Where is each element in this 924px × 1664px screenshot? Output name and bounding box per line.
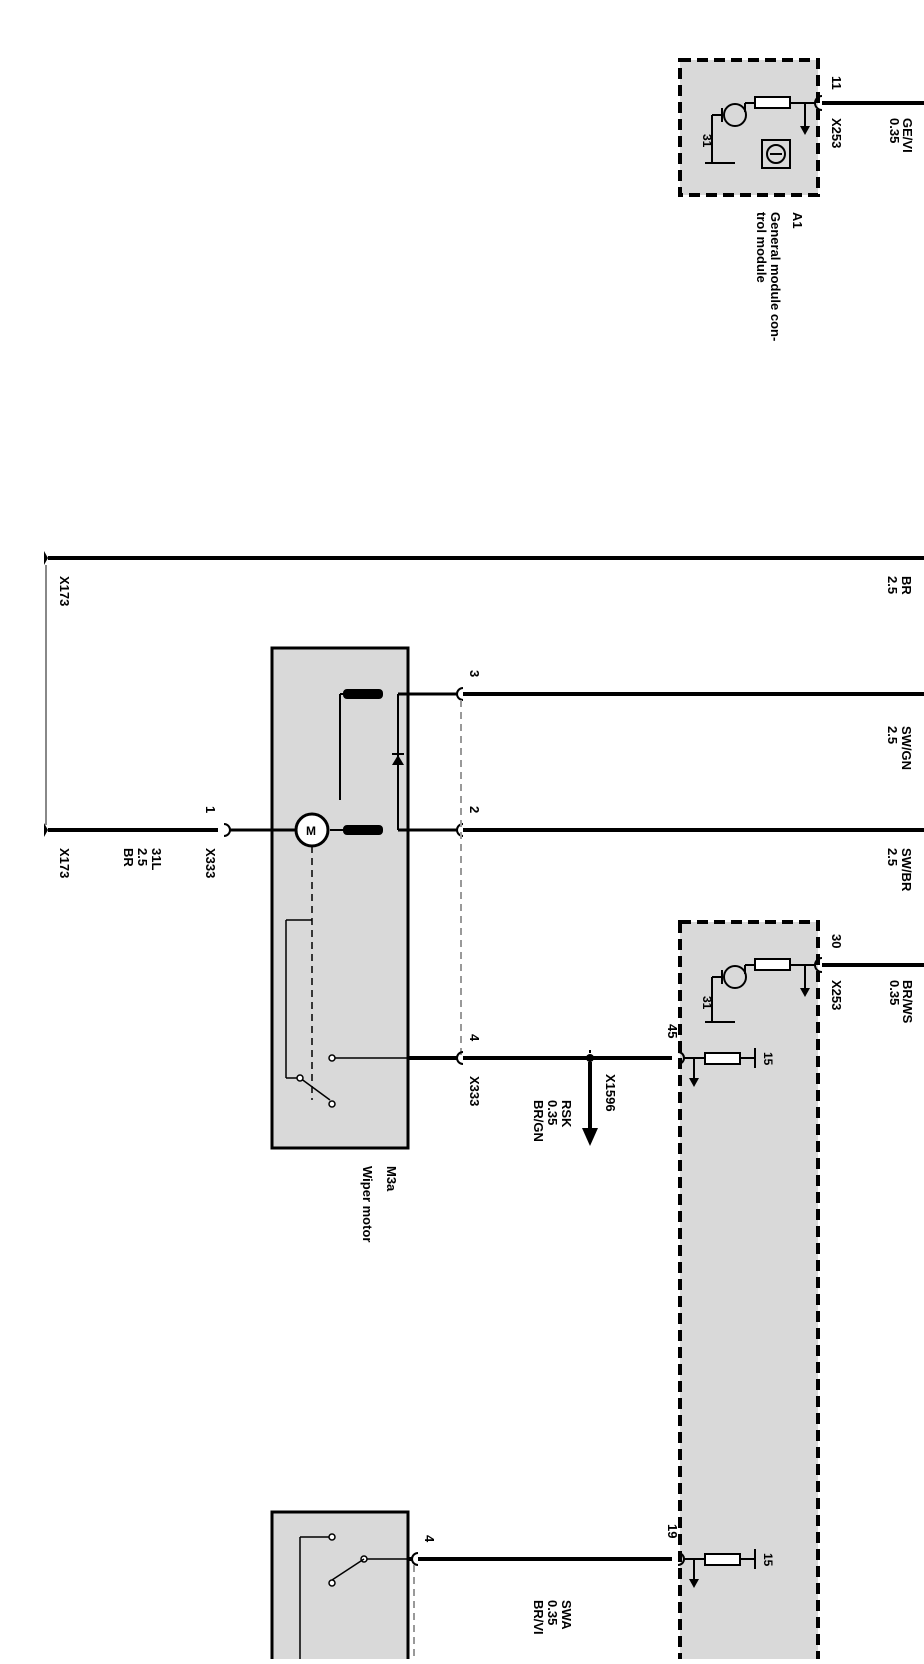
- connector-x253-30-label: X253: [829, 980, 844, 1010]
- wire-2-gauge-label: 2.5: [885, 848, 900, 866]
- ground-symbol-icon: [761, 139, 791, 169]
- arrow-down-icon: [689, 1579, 699, 1588]
- wire-color-label: GE/VI: [900, 118, 915, 153]
- resistor: [704, 1052, 741, 1065]
- wire-30-gauge-label: 0.35: [887, 980, 902, 1005]
- rsk-color-label: BR/GN: [531, 1100, 546, 1142]
- wire-3-color-label: SW/GN: [899, 726, 914, 770]
- a1-lower-module: 30 X253 0.35 BR/WS 31 45 15 19 15: [665, 920, 924, 1664]
- swa-color-label: BR/VI: [531, 1600, 546, 1635]
- arrow-down-icon: [689, 1078, 699, 1087]
- connector-lower-pin-4: [411, 1552, 419, 1566]
- pin-1-label: 1: [203, 806, 218, 813]
- switch-contact: [328, 1054, 336, 1062]
- wire-1-color-label: BR: [121, 848, 136, 867]
- supply-gauge-label: 2.5: [885, 576, 900, 594]
- transistor-symbol: [723, 103, 747, 127]
- splice-x1596-label: X1596: [603, 1074, 618, 1112]
- coil-icon: [343, 689, 383, 699]
- connector-pin-3: [456, 687, 464, 701]
- ground-31-label: 31: [700, 134, 714, 148]
- resistor: [704, 1553, 741, 1566]
- pin-3-label: 3: [467, 670, 482, 677]
- pin-30-label: 30: [829, 934, 844, 948]
- arrow-down-icon: [800, 126, 810, 135]
- connector-x173-bottom-label: X173: [57, 848, 72, 878]
- pin-11-label: 11: [829, 76, 844, 90]
- rsk-name-label: RSK: [559, 1100, 574, 1128]
- connector-x173-top-label: X173: [57, 576, 72, 606]
- connector-x333-pin-4: [456, 1051, 464, 1065]
- wire-30-color-label: BR/WS: [900, 980, 915, 1024]
- wire-1-term-label: 31L: [149, 848, 164, 870]
- a1-top-box: [678, 58, 820, 197]
- connector-x253-label: X253: [829, 118, 844, 148]
- transistor-symbol: [723, 965, 747, 989]
- diode-icon: [392, 755, 404, 765]
- m3a-ref-label: M3a: [384, 1166, 399, 1192]
- wire-1-gauge-label: 2.5: [135, 848, 150, 866]
- a1-lower-box: [678, 920, 820, 1664]
- supply-color-label: BR: [899, 576, 914, 595]
- wiper-motor: M 3 2.5 SW/GN 2 2.5 SW/BR 1 X333 31L 2.5…: [44, 646, 924, 1242]
- pin-19-label: 19: [665, 1524, 680, 1538]
- rsk-wire: X1596 RSK 0.35 BR/GN: [531, 1050, 672, 1146]
- connector-x333-label: X333: [203, 848, 218, 878]
- swa-gauge-label: 0.35: [545, 1600, 560, 1625]
- a1-ref-label: A1: [790, 212, 805, 229]
- wire-3-gauge-label: 2.5: [885, 726, 900, 744]
- supply-wire-br: 2.5 BR X173: [44, 551, 924, 825]
- ground-symbol-icon: [766, 144, 786, 164]
- ground-31-lower-label: 31: [700, 996, 714, 1010]
- a1-top-module: 11 X253 0.35 GE/VI 31 A1 General module …: [678, 58, 924, 341]
- switch-blade: [331, 1558, 365, 1581]
- supply-15-label: 15: [761, 1052, 775, 1066]
- supply-15-lower-label: 15: [761, 1553, 775, 1567]
- wire-2-color-label: SW/BR: [899, 848, 914, 892]
- lower-switch: 4 SWA 0.35 BR/VI: [270, 1510, 672, 1664]
- switch-contact: [296, 1074, 304, 1082]
- switch-contact: [328, 1100, 336, 1108]
- pin-4-label: 4: [467, 1034, 482, 1042]
- arrow-down-icon: [800, 988, 810, 997]
- lower-switch-box: [270, 1510, 410, 1664]
- resistor: [754, 96, 791, 109]
- switch-contact: [328, 1533, 336, 1541]
- switch-blade: [299, 1077, 331, 1101]
- connector-end-icon: [44, 823, 48, 837]
- connector-end-icon: [44, 551, 48, 565]
- connector-x333-pin4-label: X333: [467, 1076, 482, 1106]
- resistor: [754, 958, 791, 971]
- arrow-down-icon: [582, 1128, 598, 1146]
- lower-pin-4-label: 4: [422, 1535, 437, 1543]
- switch-contact: [328, 1579, 336, 1587]
- a1-name-line2: trol module: [754, 212, 769, 283]
- coil-icon: [343, 825, 383, 835]
- pin-45-label: 45: [665, 1024, 680, 1038]
- a1-name-line1: General module con-: [768, 212, 783, 341]
- wire-gauge-label: 0.35: [887, 118, 902, 143]
- motor-symbol-label: M: [306, 824, 316, 838]
- connector-x333-pin-1: [223, 823, 231, 837]
- swa-name-label: SWA: [559, 1600, 574, 1630]
- pin-2-label: 2: [467, 806, 482, 813]
- m3a-name-label: Wiper motor: [360, 1166, 375, 1242]
- rsk-gauge-label: 0.35: [545, 1100, 560, 1125]
